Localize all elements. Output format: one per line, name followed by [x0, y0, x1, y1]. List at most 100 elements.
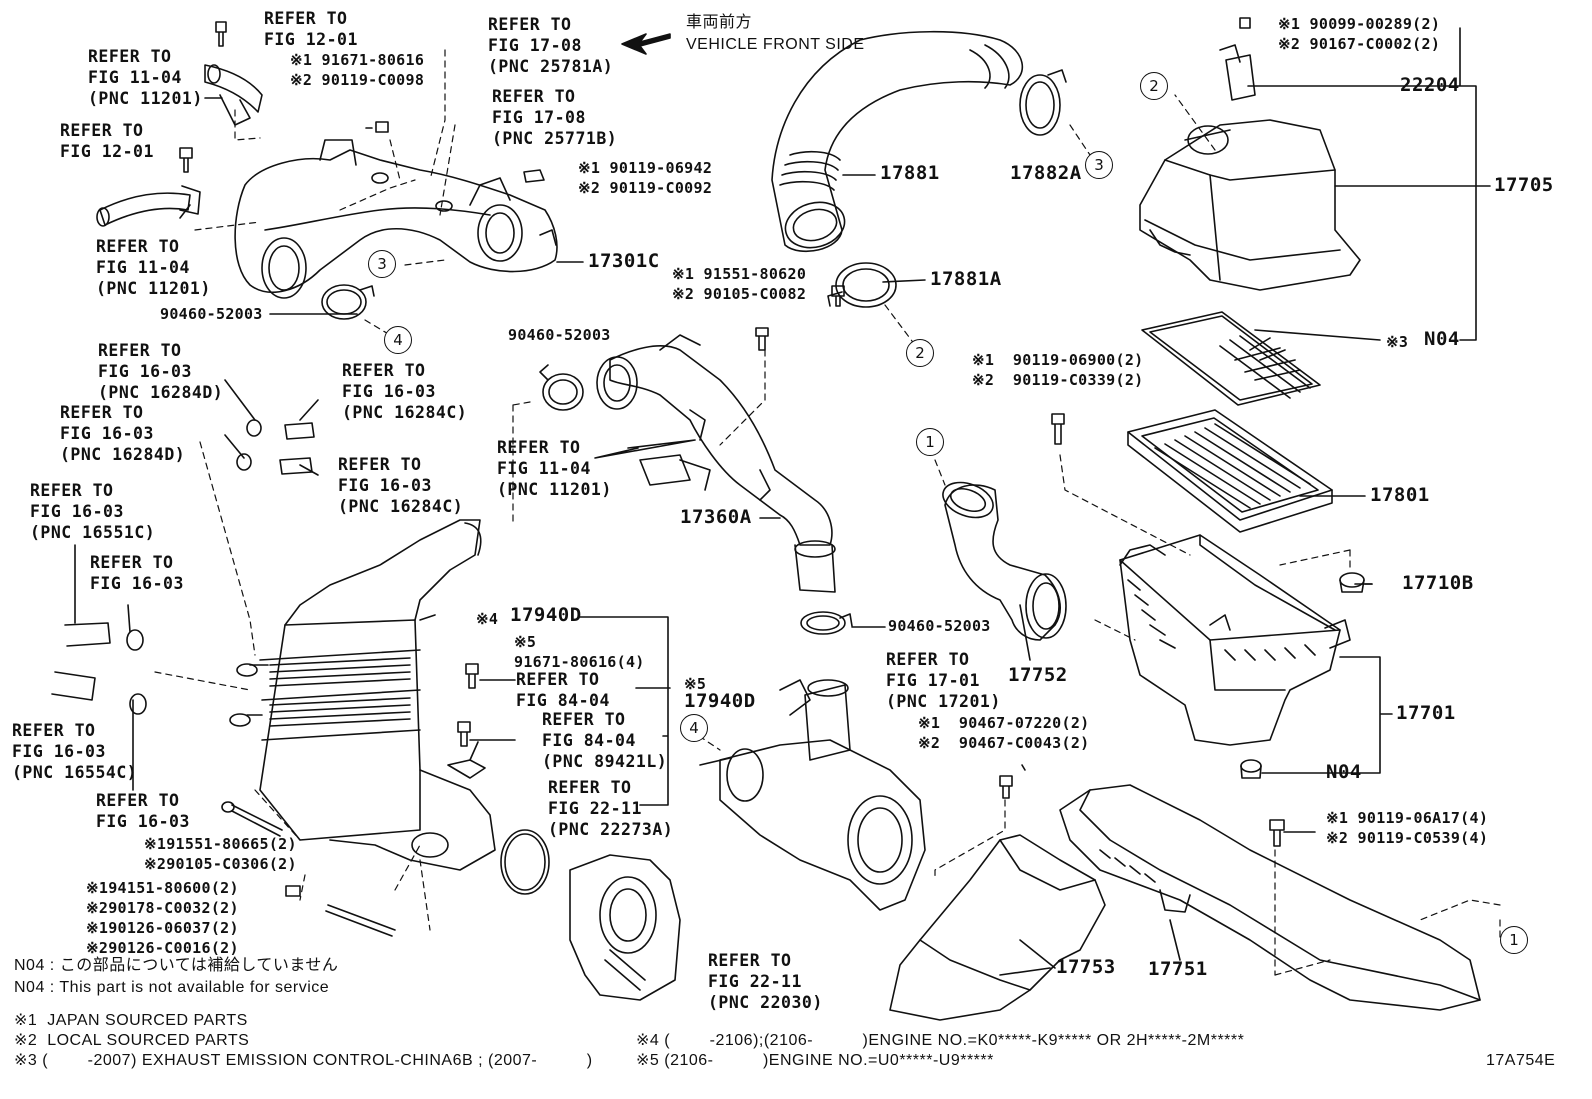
- part-17940D-b: 17940D: [684, 690, 756, 712]
- clamp-90460-center: [539, 364, 584, 411]
- ref-fig-16-03-16284c-a: REFER TO FIG 16-03 (PNC 16284C): [342, 361, 468, 422]
- part-n04-grommet: N04: [1326, 761, 1362, 783]
- note-marker-4: ※4: [476, 610, 499, 628]
- fastener-90119-06A17: ※1 90119-06A17(4) ※2 90119-C0539(4): [1326, 809, 1489, 847]
- ref-fig-12-01-top: REFER TO FIG 12-01: [264, 9, 358, 49]
- ref-fig-11-04-center: REFER TO FIG 11-04 (PNC 11201): [497, 438, 612, 499]
- bolt-icons: [179, 17, 1285, 897]
- diagram-code: 17A754E: [1486, 1052, 1556, 1069]
- part-17360A: 17360A: [680, 506, 752, 528]
- ref-fig-16-03-16551c: REFER TO FIG 16-03 (PNC 16551C): [30, 481, 156, 542]
- mass-air-flow-sensor: [1219, 44, 1256, 101]
- intake-pipe-17301C: [234, 139, 558, 299]
- note-marker-3: ※3: [1386, 333, 1409, 351]
- valve-fitting: [639, 454, 711, 491]
- part-17301C: 17301C: [588, 250, 660, 272]
- fastener-91551-80665: ※191551-80665(2) ※290105-C0306(2): [144, 835, 297, 873]
- air-cleaner-cap-17705: [1139, 119, 1361, 291]
- ref-fig-16-03-mid: REFER TO FIG 16-03: [90, 553, 184, 593]
- fastener-94151-80600: ※194151-80600(2) ※290178-C0032(2) ※19012…: [86, 879, 239, 957]
- ref-fig-17-08-a: REFER TO FIG 17-08 (PNC 25781A): [488, 15, 614, 76]
- fastener-90119-06900: ※1 90119-06900(2) ※2 90119-C0339(2): [972, 351, 1144, 389]
- note-local-sourced: ※2 LOCAL SOURCED PARTS: [14, 1032, 250, 1049]
- ref-fig-22-11-a: REFER TO FIG 22-11 (PNC 22273A): [548, 778, 674, 839]
- ref-fig-16-03-16284c-b: REFER TO FIG 16-03 (PNC 16284C): [338, 455, 464, 516]
- ref-circle-1-b: 1: [1500, 926, 1528, 954]
- note-n04-en: N04 : This part is not available for ser…: [14, 979, 330, 996]
- duct-17753: [889, 834, 1106, 1021]
- hose-left-small: [96, 185, 201, 227]
- part-17710B: 17710B: [1402, 572, 1474, 594]
- part-17801: 17801: [1370, 484, 1430, 506]
- ref-circle-3-b: 3: [368, 250, 396, 278]
- hose-upper-left: [204, 64, 263, 126]
- filter-n04: [1141, 311, 1321, 406]
- ref-fig-17-01: REFER TO FIG 17-01 (PNC 17201): [886, 650, 1001, 711]
- pipe-17360A: [596, 334, 836, 593]
- ref-circle-2-a: 2: [1140, 72, 1168, 100]
- throttle-body-22030: [569, 854, 681, 1001]
- ref-fig-84-04-a: REFER TO FIG 84-04: [516, 670, 610, 710]
- ref-fig-16-03-lower: REFER TO FIG 16-03: [96, 791, 190, 831]
- dashed-leaders: [154, 49, 1501, 976]
- note-n04-jp: N04 : この部品については補給していません: [14, 957, 339, 974]
- note-emission-control: ※3 ( -2007) EXHAUST EMISSION CONTROL-CHI…: [14, 1052, 593, 1069]
- part-17882A: 17882A: [1010, 162, 1082, 184]
- gasket-22273A: [500, 829, 550, 895]
- ref-fig-11-04-left: REFER TO FIG 11-04 (PNC 11201): [96, 237, 211, 298]
- fastener-91551-80620: ※1 91551-80620 ※2 90105-C0082: [672, 265, 807, 303]
- part-90460-52003-c: 90460-52003: [888, 617, 991, 635]
- note-engine-k0: ※4 ( -2106);(2106- )ENGINE NO.=K0*****-K…: [636, 1032, 1245, 1049]
- note-marker-5: ※5: [684, 675, 707, 693]
- grommet-17710B: [1339, 572, 1365, 593]
- ref-fig-16-03-16284d-a: REFER TO FIG 16-03 (PNC 16284D): [98, 341, 224, 402]
- vehicle-front-label: 車両前方 VEHICLE FRONT SIDE: [686, 14, 865, 53]
- ref-fig-22-11-b: REFER TO FIG 22-11 (PNC 22030): [708, 951, 823, 1012]
- ref-fig-11-04-top: REFER TO FIG 11-04 (PNC 11201): [88, 47, 203, 108]
- part-17881A: 17881A: [930, 268, 1002, 290]
- ref-circle-4-a: 4: [384, 326, 412, 354]
- clamp-90460-lower: [800, 611, 853, 635]
- stud-bolts: [221, 801, 396, 937]
- part-17752: 17752: [1008, 664, 1068, 686]
- part-17753: 17753: [1056, 956, 1116, 978]
- ref-fig-16-03-16284d-b: REFER TO FIG 16-03 (PNC 16284D): [60, 403, 186, 464]
- clamp-17881A: [827, 262, 897, 308]
- ref-fig-17-08-b: REFER TO FIG 17-08 (PNC 25771B): [492, 87, 618, 148]
- intercooler-17940D: [229, 519, 496, 871]
- part-17940D-a: 17940D: [510, 604, 582, 626]
- air-intake-duct-17751: [1059, 784, 1481, 1011]
- ref-circle-4-b: 4: [680, 714, 708, 742]
- ref-fig-12-01-left: REFER TO FIG 12-01: [60, 121, 154, 161]
- air-cleaner-case-17701: [1119, 534, 1351, 746]
- hose-17752: [942, 481, 1067, 641]
- fastener-91671-80616: ※1 91671-80616 ※2 90119-C0098: [290, 51, 425, 89]
- ref-circle-2-b: 2: [906, 339, 934, 367]
- part-17705: 17705: [1494, 174, 1554, 196]
- ref-fig-84-04-b: REFER TO FIG 84-04 (PNC 89421L): [542, 710, 668, 771]
- part-17881: 17881: [880, 162, 940, 184]
- fastener-90119-06942: ※1 90119-06942 ※2 90119-C0092: [578, 159, 713, 197]
- note-engine-u0: ※5 (2106- )ENGINE NO.=U0*****-U9*****: [636, 1052, 994, 1069]
- ref-circle-1-a: 1: [916, 428, 944, 456]
- fastener-91671-80616-4: ※5 91671-80616(4): [514, 633, 645, 671]
- clamp-17882A: [1019, 69, 1067, 136]
- part-17701: 17701: [1396, 702, 1456, 724]
- throttle-assembly-center: [699, 679, 926, 911]
- part-17751: 17751: [1148, 958, 1208, 980]
- vehicle-front-arrow: [621, 33, 671, 55]
- ref-circle-3-a: 3: [1085, 151, 1113, 179]
- sensor-89421L: [447, 741, 486, 779]
- leader-lines: [74, 27, 1491, 976]
- part-90460-52003-b: 90460-52003: [508, 326, 611, 344]
- air-filter-element-17801: [1127, 409, 1333, 533]
- part-n04-filter: N04: [1424, 328, 1460, 350]
- hose-17881: [771, 30, 1024, 253]
- ref-fig-16-03-16554c: REFER TO FIG 16-03 (PNC 16554C): [12, 721, 138, 782]
- note-japan-sourced: ※1 JAPAN SOURCED PARTS: [14, 1012, 248, 1029]
- fastener-90467-07220: ※1 90467-07220(2) ※2 90467-C0043(2): [918, 714, 1090, 752]
- grommet-n04-bottom: [1240, 759, 1262, 779]
- part-22204: 22204: [1400, 74, 1460, 96]
